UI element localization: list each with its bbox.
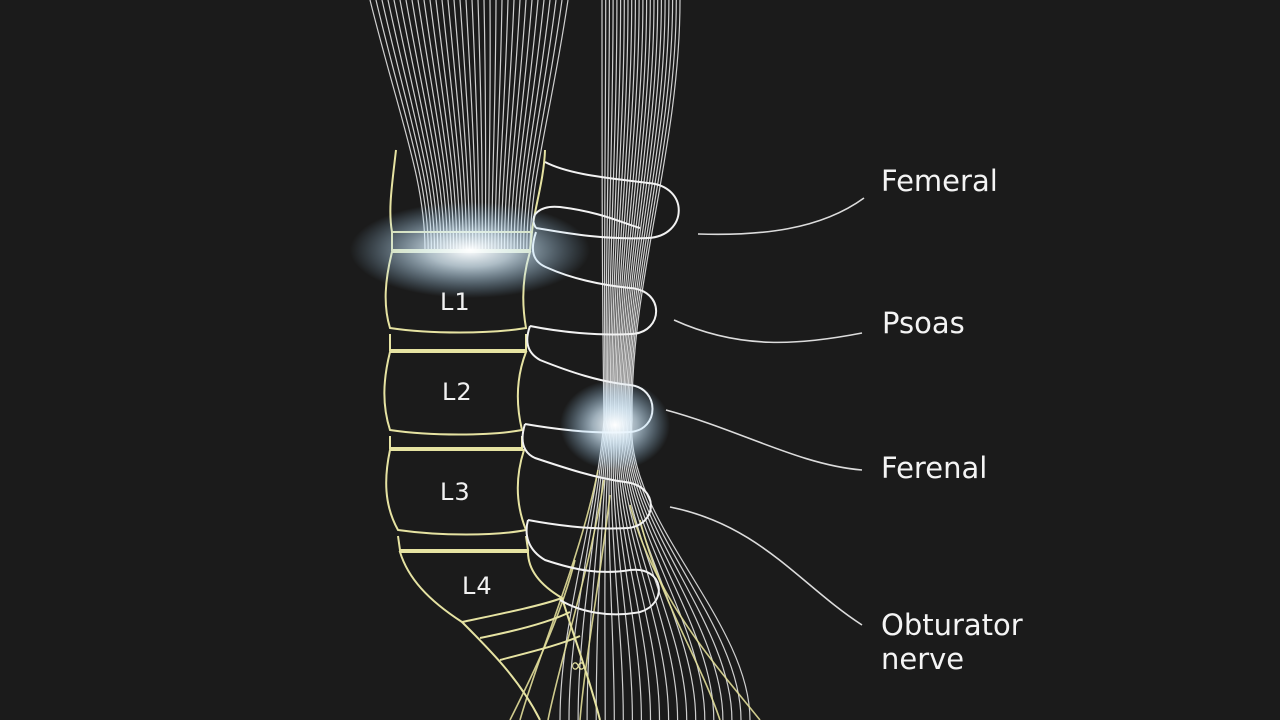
sacrum (461, 597, 601, 720)
glow-spinal (350, 202, 590, 298)
descending-fiber (628, 0, 733, 720)
vertebra-l3 (385, 449, 528, 536)
yellow-nerve (639, 519, 721, 720)
yellow-nerve (629, 504, 761, 720)
label-sacral: ∞ (570, 653, 588, 677)
leader-femeral (697, 197, 865, 236)
lower-lumbar-nerves (509, 469, 761, 720)
yellow-nerve (519, 469, 599, 720)
label-l3: L3 (440, 478, 471, 506)
disc-l3-l4 (397, 535, 530, 551)
leader-lines (665, 197, 865, 626)
callout-psoas: Psoas (882, 306, 965, 340)
vertebra-l4 (398, 551, 565, 624)
leader-psoas (673, 319, 863, 344)
label-l1: L1 (440, 288, 471, 316)
callout-obturator-line1: Obturator (881, 608, 1023, 642)
leader-ferenal (665, 409, 863, 471)
glow-mid (560, 380, 670, 470)
label-l4: L4 (462, 572, 493, 600)
yellow-nerve (547, 479, 605, 720)
yellow-nerve (579, 494, 611, 720)
disc-l1-l2 (389, 334, 527, 351)
leader-obturator (669, 506, 863, 626)
callout-femeral: Femeral (881, 164, 998, 198)
callout-ferenal: Ferenal (881, 451, 987, 485)
callout-obturator: Obturator nerve (881, 608, 1032, 676)
label-l2: L2 (442, 378, 473, 406)
vertebra-l2 (383, 351, 528, 436)
disc-l2-l3 (389, 436, 523, 449)
callout-obturator-line2: nerve (881, 642, 964, 676)
